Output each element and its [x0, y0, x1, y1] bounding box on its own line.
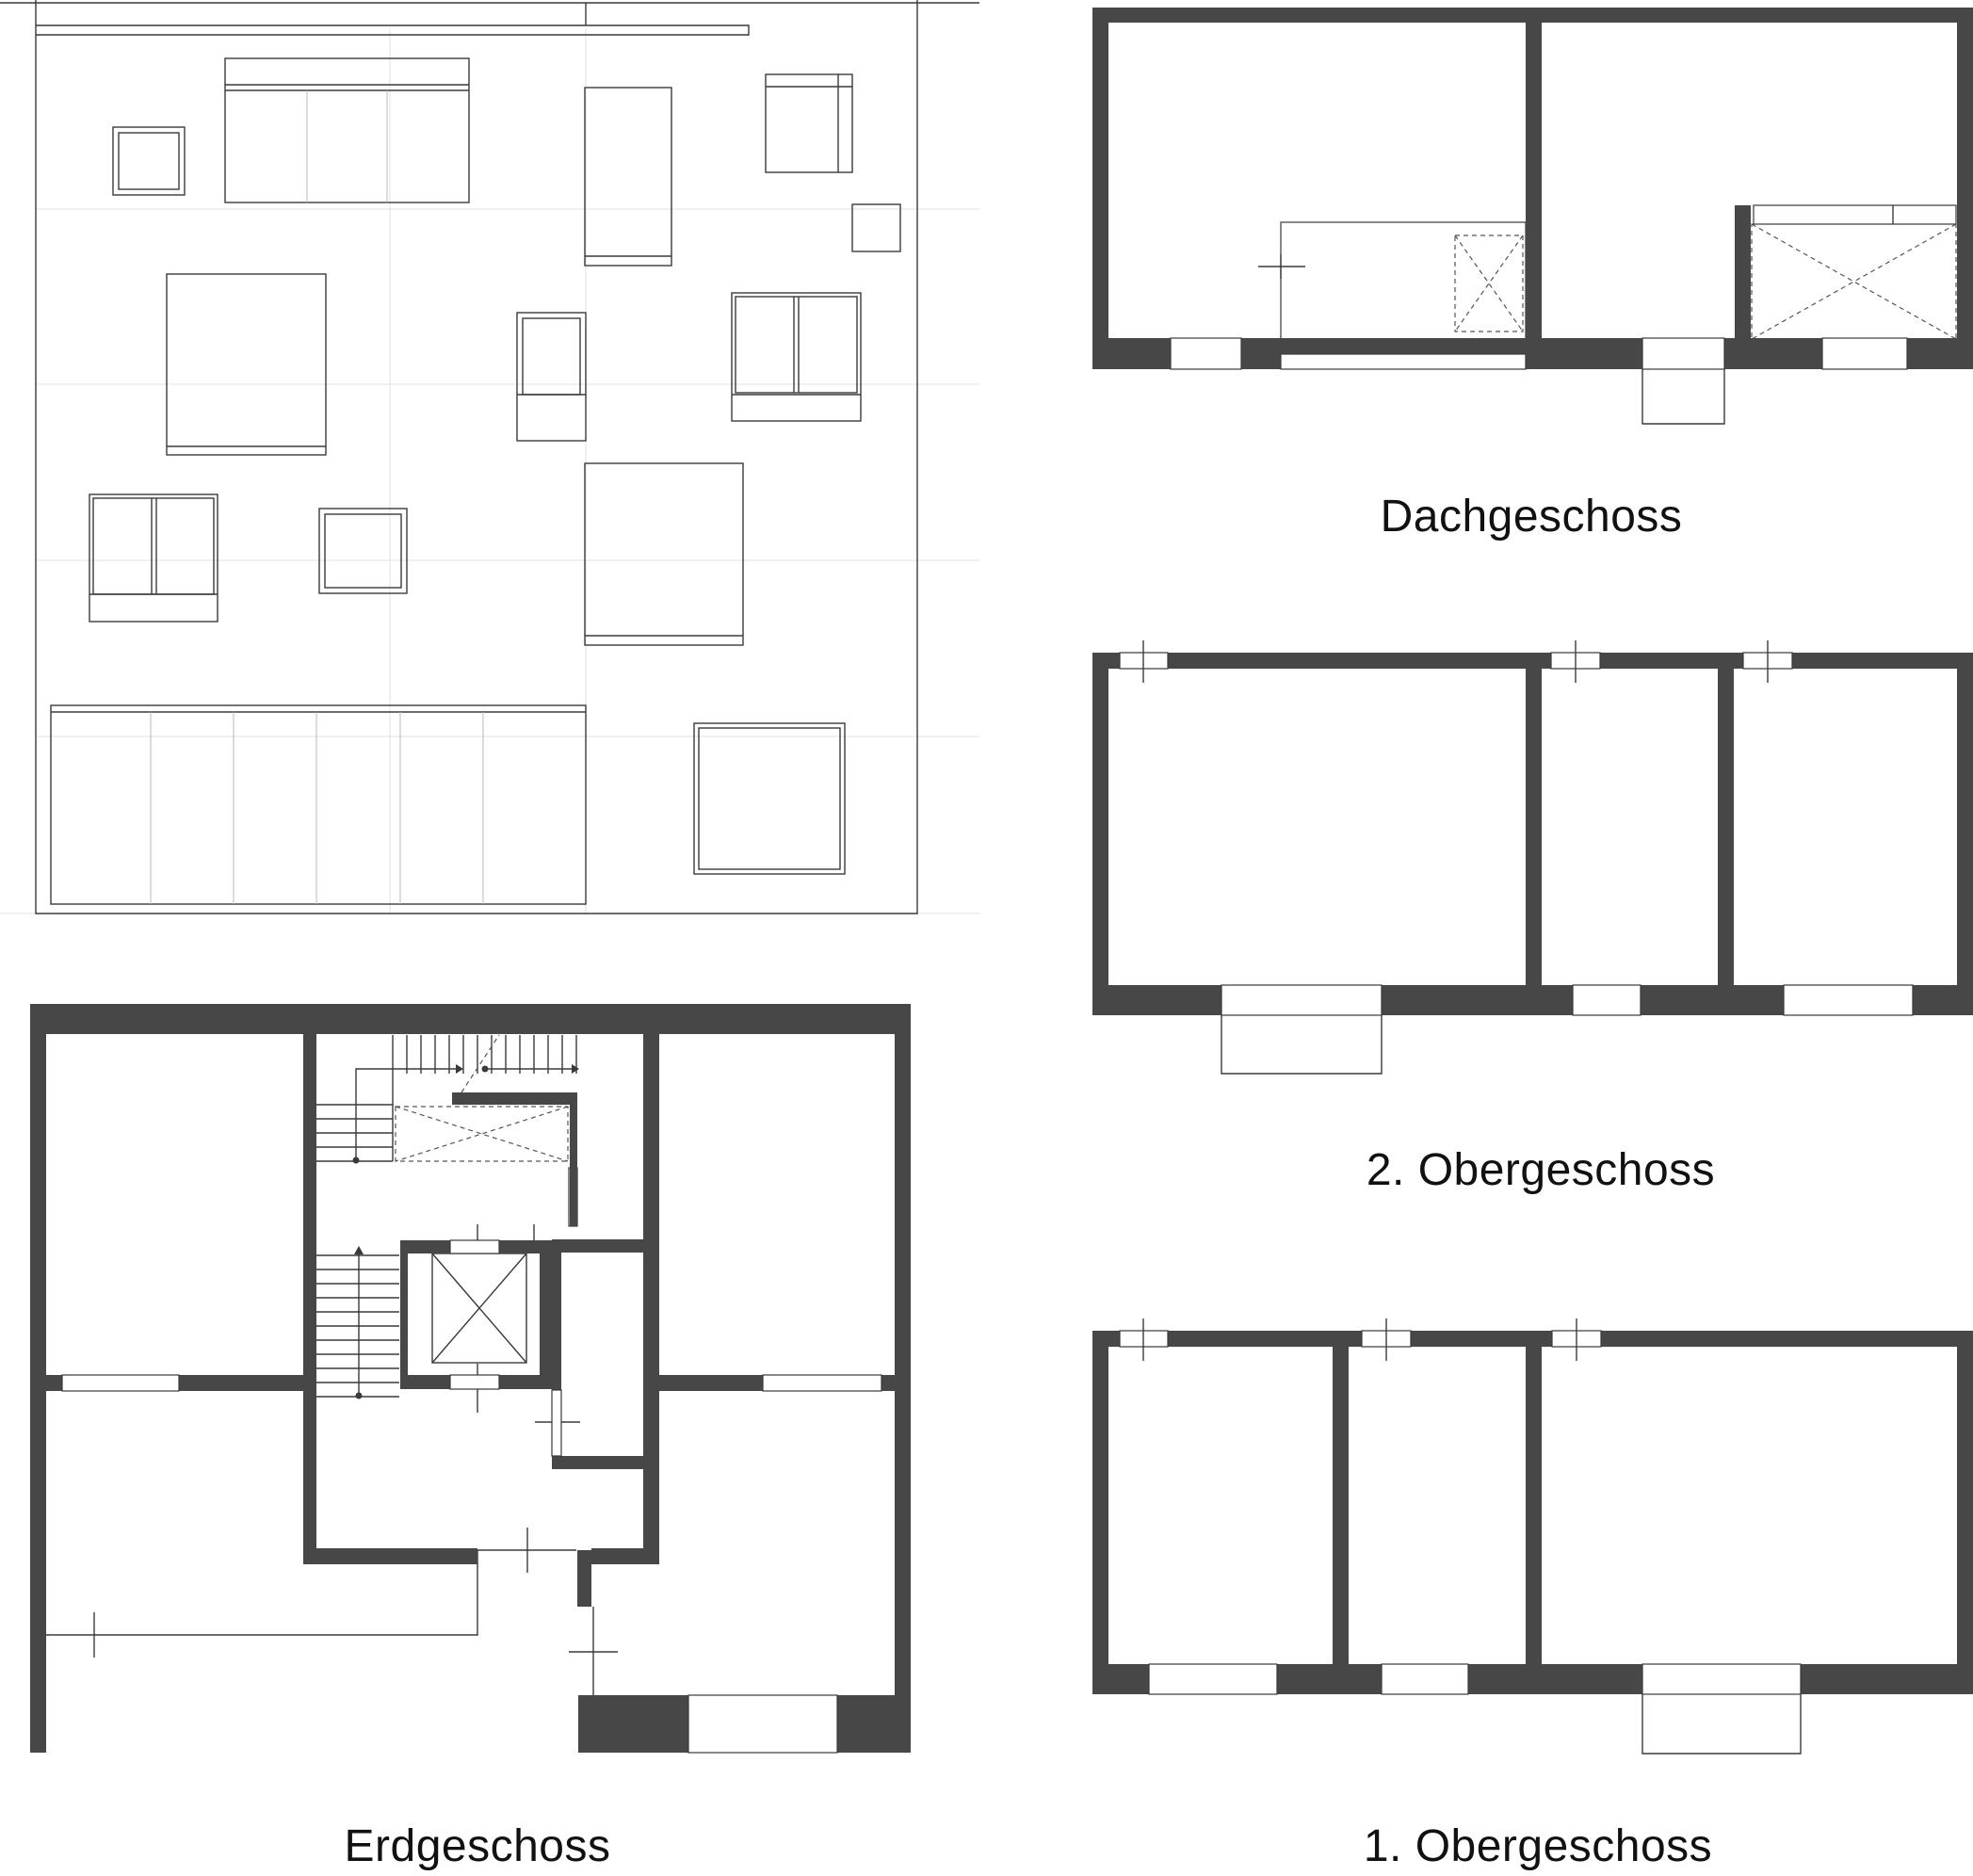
- doorway: [1221, 984, 1383, 1016]
- first-floor-plan: [1092, 1318, 1973, 1755]
- facade-window: [584, 462, 744, 646]
- facade-window: [693, 722, 846, 875]
- window: [762, 1374, 882, 1392]
- window: [1821, 337, 1908, 370]
- facade-window: [89, 493, 218, 623]
- stair-opening: [1280, 221, 1527, 361]
- door-opening: [1280, 353, 1527, 370]
- facade-window: [765, 73, 853, 173]
- facade-window: [851, 203, 901, 252]
- facade-window: [584, 87, 672, 267]
- roof-floor-plan: [1092, 8, 1973, 425]
- window: [687, 1694, 838, 1754]
- facade-window: [318, 508, 408, 594]
- facade-window: [731, 292, 862, 422]
- first-floor-label: 1. Obergeschoss: [1363, 1821, 1713, 1871]
- ground-floor-plan: [30, 1004, 911, 1754]
- window: [1148, 1663, 1278, 1695]
- elevator: [431, 1253, 527, 1364]
- facade-window: [112, 126, 186, 196]
- facade-window: [50, 704, 587, 905]
- window: [1170, 337, 1242, 370]
- roof-floor-label: Dachgeschoss: [1380, 492, 1683, 542]
- facade-window: [224, 57, 470, 203]
- facade-elevation: [0, 0, 979, 914]
- second-floor-label: 2. Obergeschoss: [1366, 1145, 1716, 1195]
- door-opening: [449, 1239, 500, 1254]
- window: [1381, 1663, 1469, 1695]
- window: [1783, 984, 1914, 1016]
- doorway: [1641, 1663, 1802, 1695]
- stair-flight: [316, 1246, 399, 1399]
- door-opening: [449, 1374, 500, 1390]
- stair-flight: [316, 1034, 579, 1164]
- second-floor-plan: [1092, 640, 1973, 1075]
- facade-window: [166, 273, 327, 456]
- doorway: [1641, 337, 1725, 370]
- ground-floor-label: Erdgeschoss: [344, 1821, 611, 1871]
- window: [1572, 984, 1641, 1016]
- facade-window: [516, 312, 587, 442]
- window: [61, 1374, 180, 1392]
